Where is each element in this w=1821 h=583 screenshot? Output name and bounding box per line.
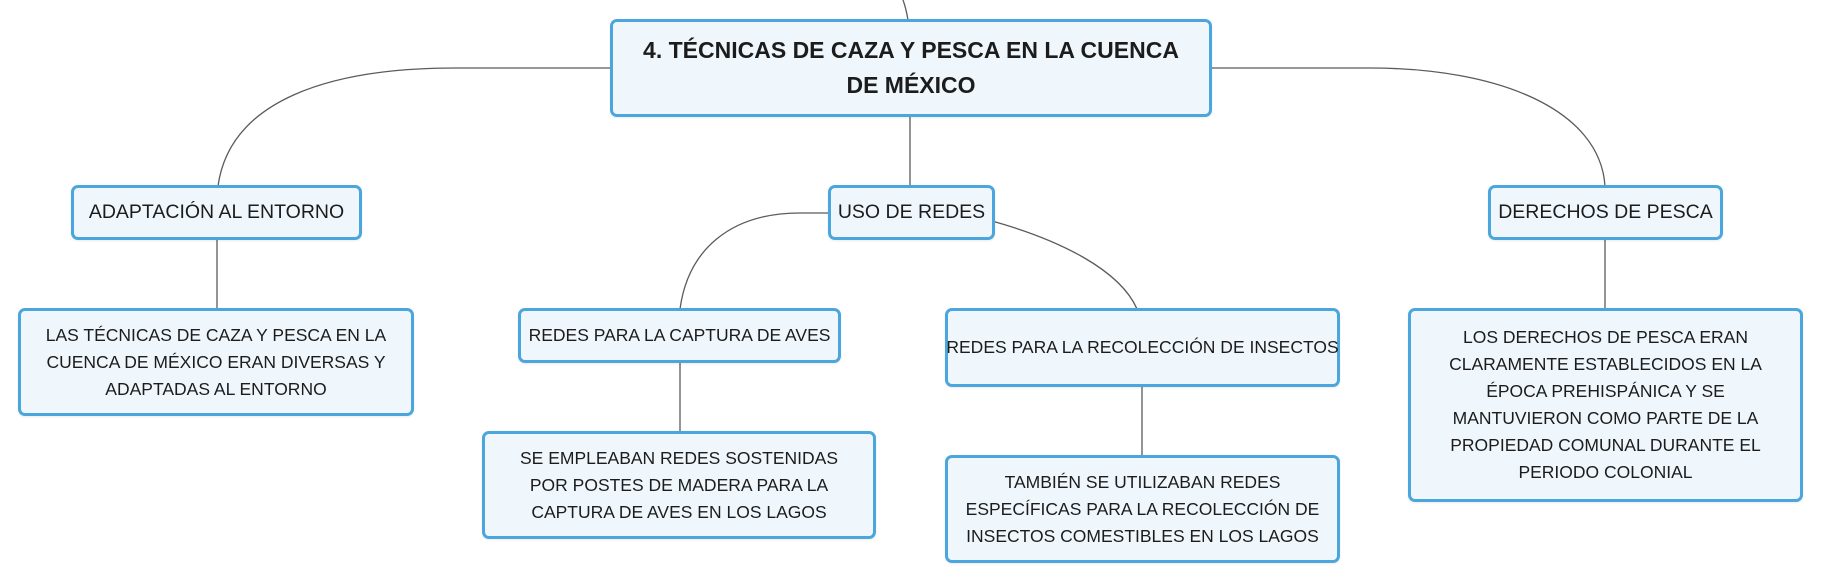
leaf-captura-aves[interactable]: SE EMPLEABAN REDES SOSTENIDAS POR POSTES… (482, 431, 876, 539)
root-topic[interactable]: 4. TÉCNICAS DE CAZA Y PESCA EN LA CUENCA… (610, 19, 1212, 117)
subtopic-label: REDES PARA LA CAPTURA DE AVES (528, 325, 831, 345)
link-redes-to-insectos (991, 220, 1138, 310)
subtopic-label: REDES PARA LA RECOLECCIÓN DE INSECTOS (946, 337, 1339, 357)
branch-label: ADAPTACIÓN AL ENTORNO (88, 201, 345, 223)
branch-label: DERECHOS DE PESCA (1498, 201, 1713, 223)
link-redes-to-aves (679, 212, 829, 310)
link-parent-above (902, 0, 909, 21)
leaf-recoleccion-insectos[interactable]: TAMBIÉN SE UTILIZABAN REDES ESPECÍFICAS … (945, 455, 1340, 563)
branch-uso-de-redes[interactable]: USO DE REDES (828, 185, 995, 240)
leaf-label: SE EMPLEABAN REDES SOSTENIDAS POR POSTES… (519, 447, 838, 522)
branch-label: USO DE REDES (837, 201, 986, 223)
leaf-adaptacion[interactable]: LAS TÉCNICAS DE CAZA Y PESCA EN LA CUENC… (18, 308, 414, 416)
subtopic-redes-recoleccion-insectos[interactable]: REDES PARA LA RECOLECCIÓN DE INSECTOS (945, 308, 1340, 387)
branch-adaptacion-al-entorno[interactable]: ADAPTACIÓN AL ENTORNO (71, 185, 362, 240)
leaf-label: LOS DERECHOS DE PESCA ERAN CLARAMENTE ES… (1449, 327, 1762, 482)
branch-derechos-de-pesca[interactable]: DERECHOS DE PESCA (1488, 185, 1723, 240)
root-topic-label: 4. TÉCNICAS DE CAZA Y PESCA EN LA CUENCA… (643, 37, 1179, 98)
leaf-label: TAMBIÉN SE UTILIZABAN REDES ESPECÍFICAS … (965, 471, 1320, 546)
leaf-derechos-de-pesca[interactable]: LOS DERECHOS DE PESCA ERAN CLARAMENTE ES… (1408, 308, 1803, 502)
link-root-to-derechos (1211, 67, 1606, 187)
subtopic-redes-captura-aves[interactable]: REDES PARA LA CAPTURA DE AVES (518, 308, 841, 363)
leaf-label: LAS TÉCNICAS DE CAZA Y PESCA EN LA CUENC… (45, 324, 387, 399)
link-root-to-adaptacion (217, 67, 610, 187)
